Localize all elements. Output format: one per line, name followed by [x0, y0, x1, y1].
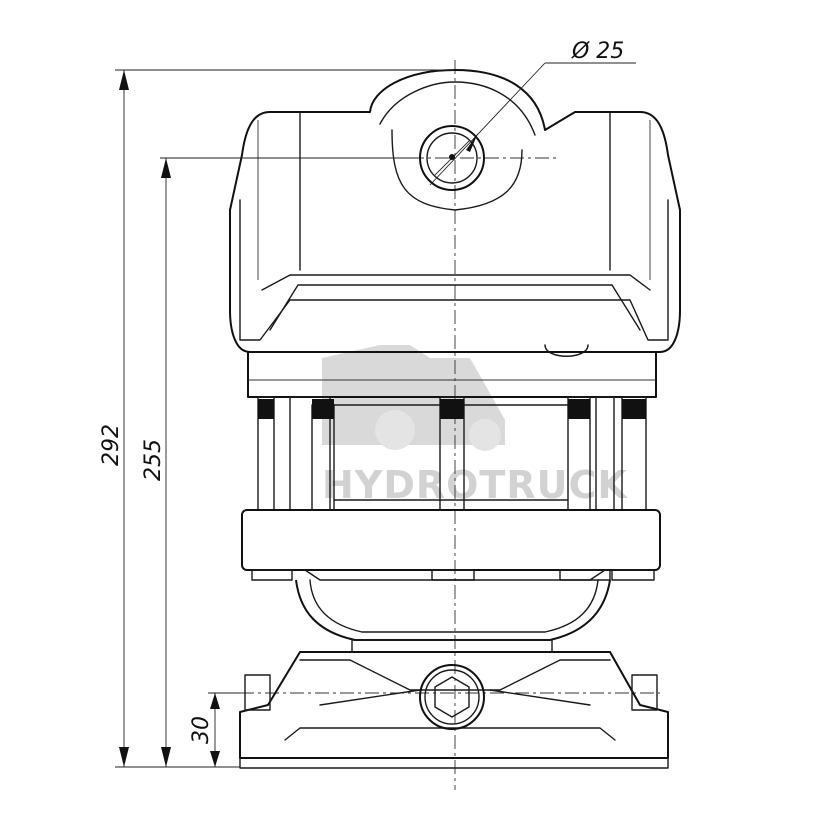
truck-icon	[322, 345, 505, 451]
dimensions	[115, 62, 636, 768]
watermark: HYDROTRUCK	[322, 345, 627, 507]
base	[239, 651, 669, 769]
motor-bowl	[295, 579, 611, 653]
pin-height-label: 255	[141, 439, 166, 481]
overall-height-label: 292	[99, 424, 124, 466]
lower-flange	[241, 509, 661, 581]
diameter-label: Ø 25	[571, 39, 624, 64]
port-plug	[419, 664, 485, 730]
base-height-label: 30	[189, 716, 214, 744]
